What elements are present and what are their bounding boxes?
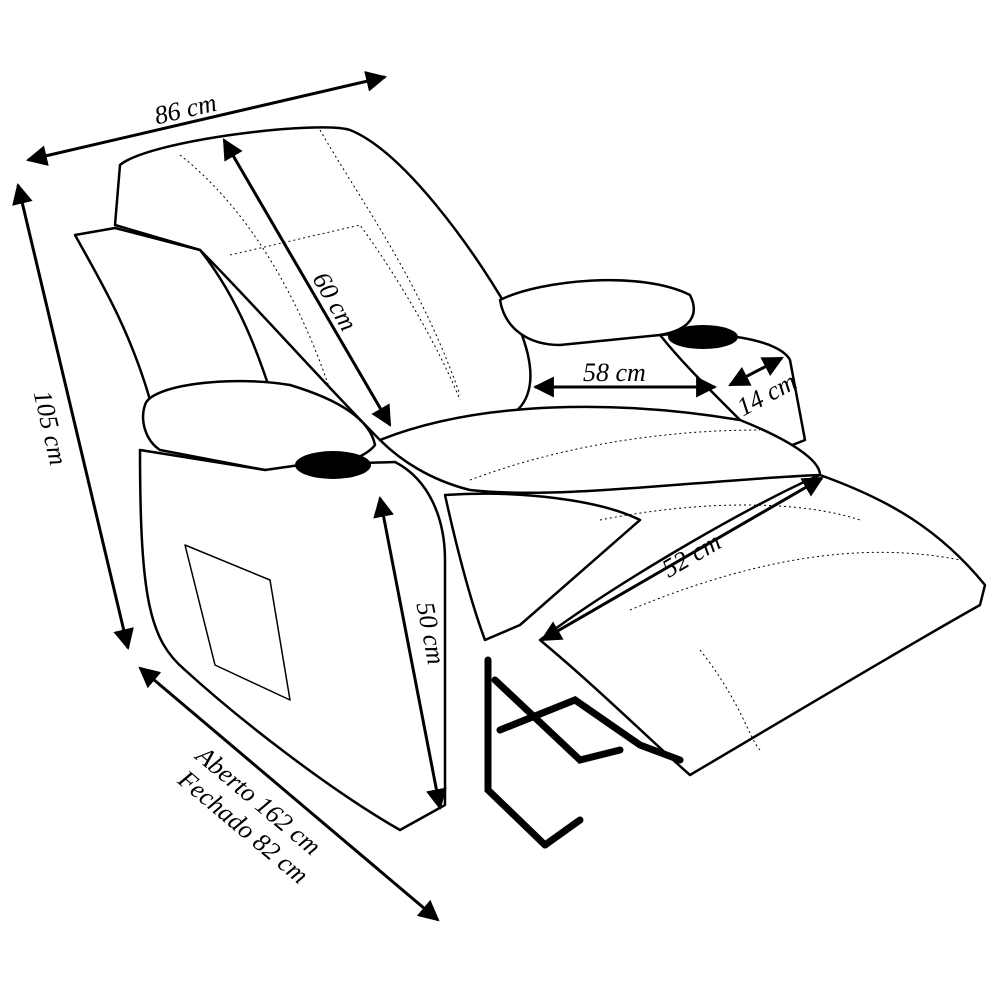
height-arrow — [12, 182, 134, 651]
recline-mechanism — [484, 656, 684, 849]
right-armrest — [498, 278, 695, 347]
depth-arrow — [138, 666, 440, 922]
dimension-lines — [12, 71, 824, 922]
cup-holder-right — [668, 325, 738, 349]
width-arrow — [25, 71, 388, 166]
chair-drawing — [73, 126, 987, 832]
backrest-arrow — [222, 138, 392, 427]
cup-holder-left — [295, 451, 371, 479]
armrest-width-arrow — [728, 356, 784, 387]
seat-depth-arrow — [540, 476, 824, 642]
seat-width-label: 58 cm — [583, 358, 646, 387]
